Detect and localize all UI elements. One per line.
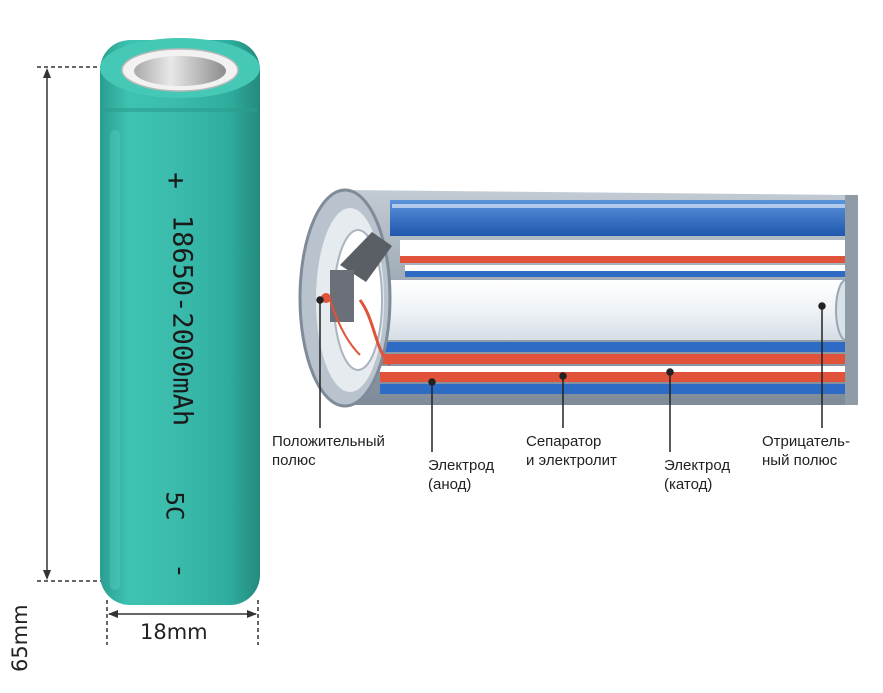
callout-negative-line2: ный полюс [762,452,838,469]
battery-plus-sign: + [159,172,193,189]
battery-minus-sign: - [164,563,195,579]
width-label: 18mm [140,620,208,644]
callout-positive-line1: Положительный [272,433,385,450]
callout-leaders [316,296,826,452]
callout-anode-line2: (анод) [428,476,472,493]
height-label: 65mm [8,604,32,672]
callout-anode-line1: Электрод [428,457,495,474]
callout-negative-pole: Отрицатель- ный полюс [762,432,850,470]
battery-model-text: 18650-2000mAh [166,214,198,427]
battery-cell [100,38,260,605]
callout-positive-pole: Положительный полюс [272,432,385,470]
width-dimension [106,600,259,645]
battery-rate-text: 5C [160,491,189,521]
callout-negative-line1: Отрицатель- [762,433,850,450]
cutaway-cell [298,188,858,408]
callout-positive-line2: полюс [272,452,316,469]
callout-anode: Электрод (анод) [428,456,494,494]
callout-cathode-line1: Электрод [664,457,731,474]
callout-cathode-line2: (катод) [664,476,713,493]
callout-cathode: Электрод (катод) [664,456,730,494]
height-dimension [37,66,104,582]
callout-separator-line1: Сепаратор [526,433,602,450]
callout-separator: Сепаратор и электролит [526,432,617,470]
callout-separator-line2: и электролит [526,452,617,469]
